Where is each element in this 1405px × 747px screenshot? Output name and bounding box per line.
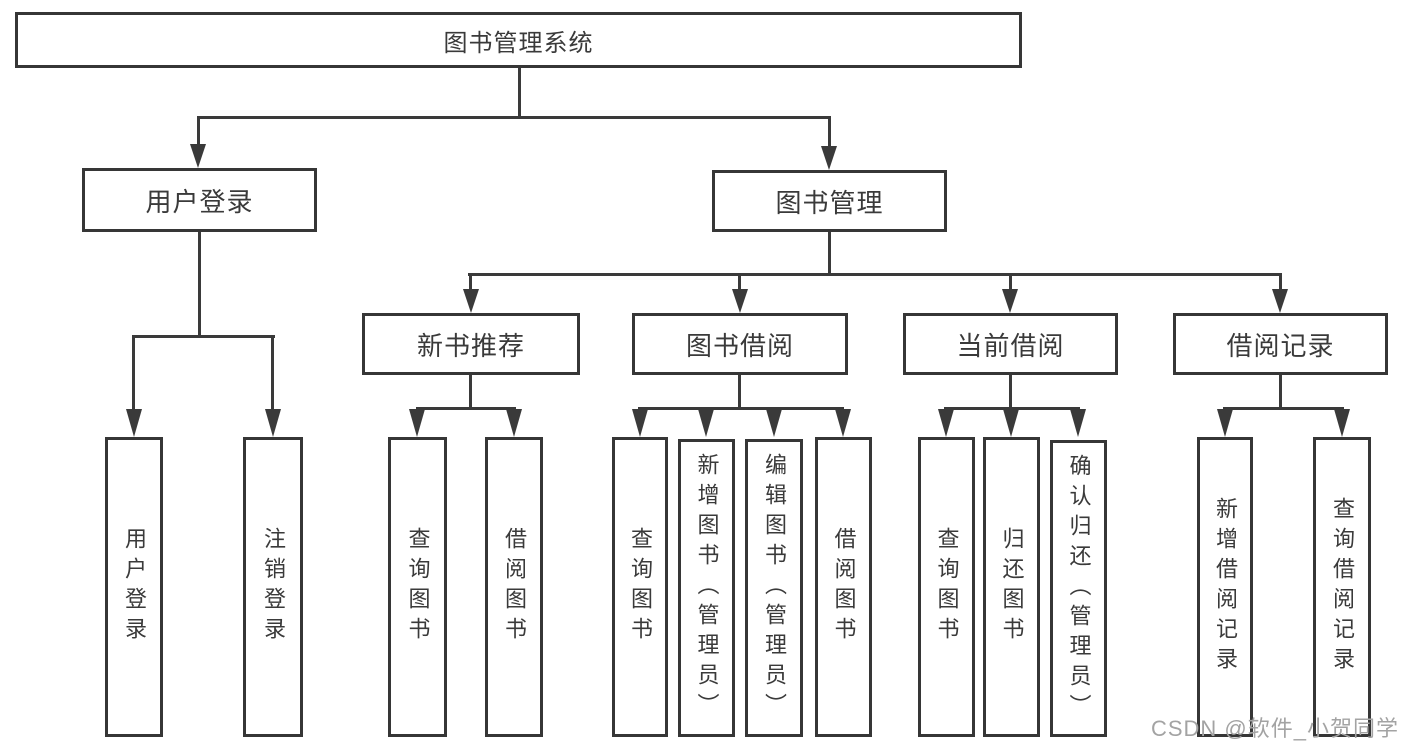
connector-groupB-hline — [638, 407, 844, 410]
node-leaf-edit-books-admin: 编辑图书（管理员） — [745, 439, 803, 737]
node-leaf-borrow-books-recommend: 借阅图书 — [485, 437, 543, 737]
node-leaf-borrow-books-borrowing: 借阅图书 — [815, 437, 872, 737]
node-leaf-add-borrow-record: 新增借阅记录 — [1197, 437, 1253, 737]
connector-root-vline — [518, 68, 521, 116]
node-book-borrowing: 图书借阅 — [632, 313, 848, 375]
node-leaf-confirm-return-admin: 确认归还（管理员） — [1050, 440, 1107, 737]
node-current-borrowing-label: 当前借阅 — [956, 330, 1065, 361]
connector-mgmt-hline — [468, 273, 1282, 276]
connector-mgmt-drop1 — [469, 273, 472, 289]
node-borrowing-records: 借阅记录 — [1173, 313, 1388, 375]
arrow-down-icon — [632, 409, 648, 437]
arrow-down-icon — [938, 409, 954, 437]
connector-groupA-hline — [416, 407, 516, 410]
connector-root-hline — [197, 116, 831, 119]
node-root: 图书管理系统 — [15, 12, 1022, 68]
connector-groupC-hline — [944, 407, 1080, 410]
node-leaf-user-login: 用户登录 — [105, 437, 163, 737]
connector-login-drop1 — [132, 335, 135, 409]
node-book-borrowing-label: 图书借阅 — [685, 330, 794, 361]
node-leaf-query-books-current: 查询图书 — [918, 437, 975, 737]
arrow-down-icon — [1003, 409, 1019, 437]
arrow-down-icon — [1217, 409, 1233, 437]
arrow-down-icon — [1272, 289, 1288, 313]
connector-mgmt-drop3 — [1009, 273, 1012, 289]
arrow-down-icon — [506, 409, 522, 437]
node-leaf-query-borrow-record: 查询借阅记录 — [1313, 437, 1371, 737]
node-root-label: 图书管理系统 — [443, 29, 594, 57]
arrow-down-icon — [698, 409, 714, 437]
connector-groupC-vline — [1009, 375, 1012, 407]
arrow-down-icon — [835, 409, 851, 437]
connector-mgmt-drop4 — [1279, 273, 1282, 289]
node-user-login-group-label: 用户登录 — [145, 186, 254, 217]
connector-groupA-vline — [469, 375, 472, 407]
node-user-login-group: 用户登录 — [82, 168, 317, 232]
connector-login-vline — [198, 232, 201, 335]
node-borrowing-records-label: 借阅记录 — [1226, 330, 1335, 361]
node-current-borrowing: 当前借阅 — [903, 313, 1118, 375]
node-new-book-recommend: 新书推荐 — [362, 313, 580, 375]
connector-login-hline — [132, 335, 275, 338]
arrow-down-icon — [732, 289, 748, 313]
node-leaf-query-books-recommend: 查询图书 — [388, 437, 447, 737]
arrow-down-icon — [265, 409, 281, 437]
connector-groupD-vline — [1279, 375, 1282, 407]
connector-root-drop-left — [197, 116, 200, 144]
arrow-down-icon — [1002, 289, 1018, 313]
node-leaf-add-books-admin: 新增图书（管理员） — [678, 439, 735, 737]
arrow-down-icon — [126, 409, 142, 437]
arrow-down-icon — [821, 146, 837, 170]
node-new-book-recommend-label: 新书推荐 — [416, 330, 525, 361]
node-book-management: 图书管理 — [712, 170, 947, 232]
node-leaf-logout-login: 注销登录 — [243, 437, 303, 737]
connector-mgmt-drop2 — [738, 273, 741, 289]
csdn-watermark: CSDN @软件_小贺同学 — [1150, 716, 1399, 741]
connector-login-drop2 — [271, 335, 274, 409]
connector-groupD-hline — [1223, 407, 1344, 410]
node-leaf-query-books-borrowing: 查询图书 — [612, 437, 668, 737]
connector-groupB-vline — [738, 375, 741, 407]
arrow-down-icon — [1334, 409, 1350, 437]
connector-mgmt-vline — [828, 232, 831, 273]
arrow-down-icon — [1070, 409, 1086, 437]
node-leaf-return-books: 归还图书 — [983, 437, 1040, 737]
arrow-down-icon — [190, 144, 206, 168]
arrow-down-icon — [409, 409, 425, 437]
node-book-management-label: 图书管理 — [775, 187, 884, 218]
arrow-down-icon — [766, 409, 782, 437]
connector-root-drop-right — [828, 116, 831, 146]
arrow-down-icon — [463, 289, 479, 313]
